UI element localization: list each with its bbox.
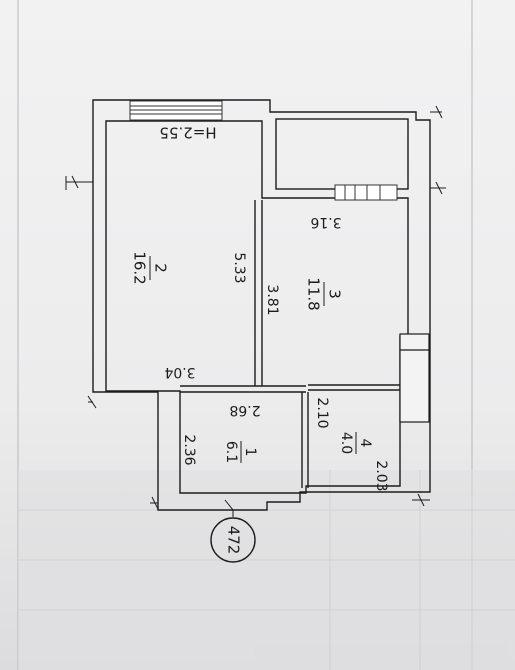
room-3-label: 3 11.8 xyxy=(305,277,344,310)
room-1-number: 1 xyxy=(242,448,258,457)
dimension-3-81: 3.81 xyxy=(264,284,280,315)
room-4-number: 4 xyxy=(357,439,373,448)
room-4-label: 4 4.0 xyxy=(338,432,373,454)
sheet-number: 472 xyxy=(225,526,243,555)
room-2-number: 2 xyxy=(152,263,170,273)
dimension-3-04: 3.04 xyxy=(164,364,195,380)
dimension-2-36: 2.36 xyxy=(181,434,197,465)
entrance-door xyxy=(399,333,430,423)
dimension-2-68: 2.68 xyxy=(229,402,260,418)
window-top xyxy=(129,100,223,121)
wall-break-marks xyxy=(65,105,446,511)
dimension-5-33: 5.33 xyxy=(231,252,247,283)
dimension-2-03: 2.03 xyxy=(373,460,389,491)
room-2-area: 16.2 xyxy=(131,251,149,284)
dimension-2-10: 2.10 xyxy=(314,397,330,428)
ceiling-height-label: H=2.55 xyxy=(159,124,216,142)
room-2-label: 2 16.2 xyxy=(131,251,170,284)
room-1-label: 1 6.1 xyxy=(223,441,258,463)
inner-wall-outline xyxy=(105,120,409,494)
room-3-number: 3 xyxy=(326,289,344,299)
room-4-area: 4.0 xyxy=(338,432,354,454)
outer-wall-outline xyxy=(92,99,431,511)
dimension-3-16: 3.16 xyxy=(310,214,341,230)
sheet-number-badge: 472 xyxy=(210,510,256,563)
room-3-area: 11.8 xyxy=(305,277,323,310)
loggia xyxy=(275,118,409,190)
room-1-area: 6.1 xyxy=(223,441,239,463)
window-loggia xyxy=(334,184,398,201)
